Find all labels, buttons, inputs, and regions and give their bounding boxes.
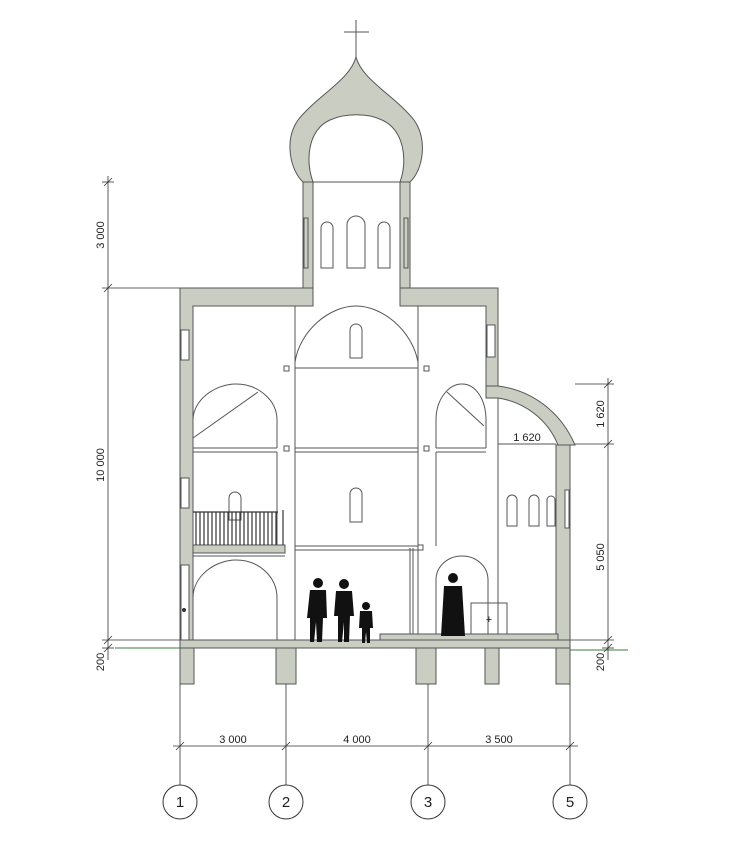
human-figures [307,573,465,643]
svg-text:1: 1 [176,794,184,811]
svg-text:3: 3 [424,794,432,811]
child-figure [359,602,373,643]
dim-span-2-3: 4 000 [343,734,371,746]
dim-left-bottom: 200 [95,653,107,671]
interior: + [192,305,559,641]
right-dimension-chain: 1 620 5 050 200 [570,378,614,671]
floor-foundations [115,639,628,685]
bottom-dimension-chain: 3 000 4 000 3 500 [173,734,578,751]
person-figure [307,578,327,642]
dim-right-top: 1 620 [595,400,607,428]
onion-dome [289,55,423,183]
dim-left-middle: 10 000 [95,448,107,482]
axis-marker-1: 1 [162,784,198,820]
axis-marker-2: 2 [268,784,304,820]
axis-marker-3: 3 [410,784,446,820]
dim-left-top: 3 000 [95,221,107,249]
svg-text:2: 2 [282,794,290,811]
dim-right-bottom: 200 [595,653,607,671]
dim-apse-depth: 1 620 [513,432,541,444]
person-figure [334,579,354,642]
altar-cross-symbol: + [486,614,492,626]
balcony-railing [193,510,284,545]
left-dimension-chain: 3 000 10 000 200 [95,176,180,671]
main-structure [179,287,576,646]
dim-span-3-5: 3 500 [485,734,513,746]
cupola [289,20,423,289]
priest-figure [441,573,465,636]
dim-right-middle: 5 050 [595,543,607,571]
dim-span-1-2: 3 000 [219,734,247,746]
grid-axes: 1 2 3 5 [162,684,588,820]
svg-text:5: 5 [566,794,574,811]
axis-marker-5: 5 [552,784,588,820]
